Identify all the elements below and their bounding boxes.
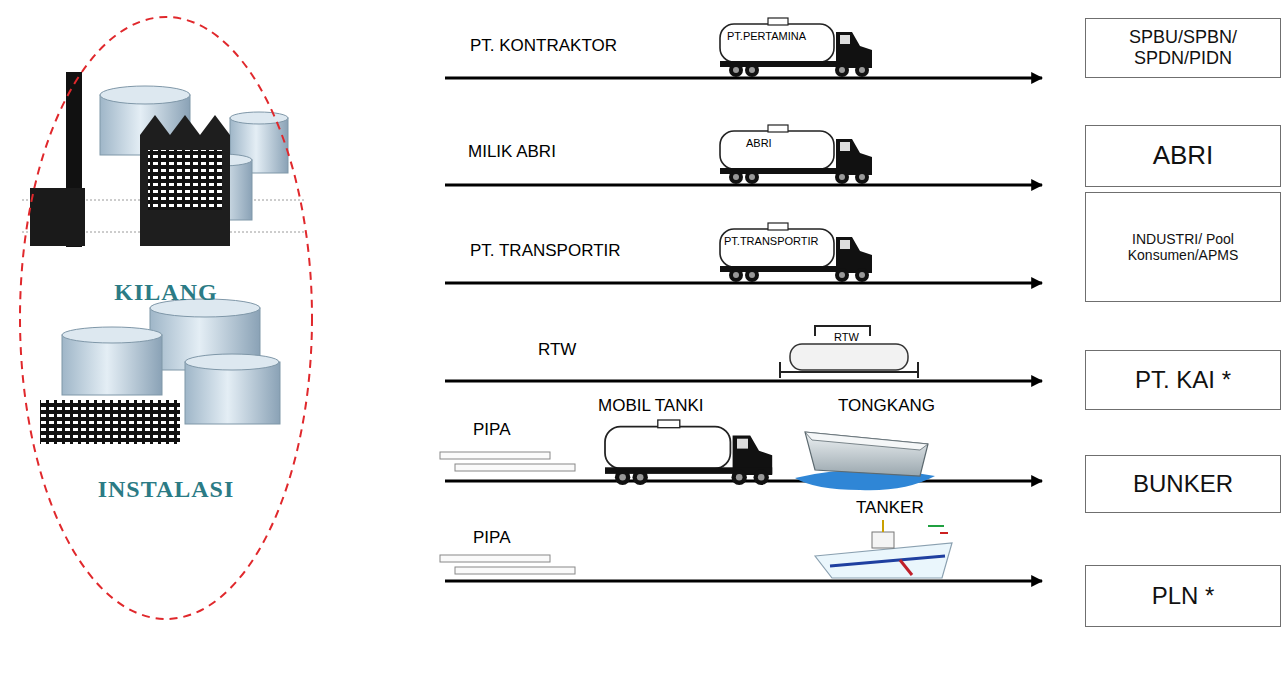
carrier-label: MILIK ABRI (468, 142, 556, 162)
consumer-box: PLN * (1085, 565, 1281, 627)
consumer-box: ABRI (1085, 125, 1281, 187)
vehicle-label: MOBIL TANKI (598, 396, 704, 416)
consumer-name: SPBU/SPBN/ SPDN/PIDN (1094, 27, 1272, 68)
vessel-label: TANKER (856, 498, 924, 518)
facility-label: KILANG (18, 278, 314, 307)
dashed-outline (20, 17, 312, 619)
dashed-ellipse (18, 15, 314, 621)
consumer-box: BUNKER (1085, 455, 1281, 513)
carrier-label: RTW (538, 340, 576, 360)
consumer-box: INDUSTRI/ Pool Konsumen/APMS (1085, 192, 1281, 302)
vehicle-text: PT.PERTAMINA (727, 30, 806, 43)
consumer-box: SPBU/SPBN/ SPDN/PIDN (1085, 18, 1281, 78)
consumer-name: ABRI (1153, 141, 1214, 171)
vehicle-text: ABRI (746, 137, 772, 150)
vehicle-text: PT.TRANSPORTIR (724, 235, 819, 248)
vessel-label: TONGKANG (838, 396, 935, 416)
consumer-box: PT. KAI * (1085, 350, 1281, 410)
consumer-name: INDUSTRI/ Pool Konsumen/APMS (1094, 231, 1272, 263)
pipe-label: PIPA (473, 420, 510, 440)
carrier-label: PT. KONTRAKTOR (470, 36, 617, 56)
facility-label: INSTALASI (18, 475, 314, 504)
consumer-name: PT. KAI * (1135, 366, 1231, 394)
vehicle-text: RTW (834, 331, 859, 344)
carrier-label: PT. TRANSPORTIR (470, 241, 621, 261)
pipe-label: PIPA (473, 528, 510, 548)
source-ellipse: KILANG INSTALASI (18, 15, 314, 621)
consumer-name: BUNKER (1133, 470, 1233, 498)
consumer-name: PLN * (1152, 582, 1215, 610)
